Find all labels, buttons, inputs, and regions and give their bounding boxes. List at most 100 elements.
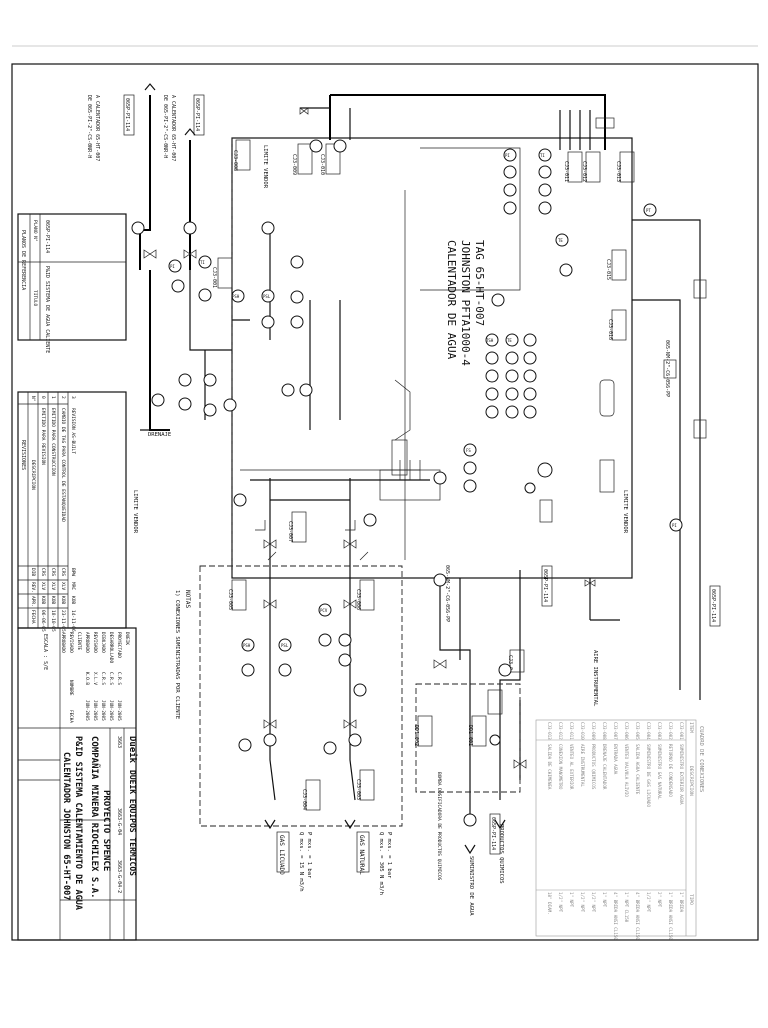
svg-text:PSL: PSL [281,643,289,648]
pid-ref-tag-4: 065P-PI-114 [710,589,716,622]
svg-text:SALIDA AGUA CALIENTE: SALIDA AGUA CALIENTE [635,744,640,795]
svg-text:2: 2 [60,396,66,399]
svg-text:TE: TE [507,338,512,343]
reference-drawings-table: PLANOS DE REFERENCIA PLANO N° TITULO 065… [17,213,127,353]
svg-text:KOB: KOB [40,596,46,604]
svg-text:CJ3-003: CJ3-003 [657,722,662,740]
drawing-number-top: 3663-G-04 [116,808,122,835]
svg-text:1" NPT: 1" NPT [569,892,574,908]
rev-col-desc: DESCRIPCION [30,460,36,490]
sheet-title-2: CALENTADOR JOHNSTON 65-HT-007 [61,752,71,900]
svg-text:EMITIDO PARA REVISION: EMITIDO PARA REVISION [40,408,46,465]
svg-text:CJ3-001: CJ3-001 [679,722,684,740]
reference-row-plano: 065P-PI-114 [44,220,50,253]
svg-text:CJ3-010: CJ3-010 [319,154,325,175]
svg-text:DESARROLLADO: DESARROLLADO [108,632,114,663]
rev-col-fecha: FECHA [30,610,36,624]
svg-text:18" DIAM.: 18" DIAM. [547,892,552,915]
drawing-number-top-2: 3663-G-04-2 [116,860,122,893]
connection-box: CJ3-010 [319,143,341,175]
heater-name: CALENTADOR DE AGUA [445,240,458,360]
svg-text:4" BRIDA ANSI CL150: 4" BRIDA ANSI CL150 [613,892,618,940]
svg-text:DRENAJE CALENTADOR: DRENAJE CALENTADOR [602,744,607,790]
svg-text:APROBADO: APROBADO [60,632,66,653]
svg-text:CJ3-009: CJ3-009 [591,722,596,740]
project-number: 3663 [116,736,122,748]
connection-box: CJ3-0 [507,649,525,673]
note-1: 1) CONEXIONES SUMINISTRADAS POR CLIENTE [174,590,180,719]
svg-text:CJ3-016: CJ3-016 [607,319,613,340]
svg-text:CJ3-010: CJ3-010 [580,722,585,740]
svg-text:CJ3-005: CJ3-005 [635,722,640,740]
svg-text:C.R.S: C.R.S [108,672,114,685]
connection-box: CJ3-007 [287,511,307,543]
svg-text:CJ3-001: CJ3-001 [211,267,217,288]
svg-text:VENTEO AL EXTERIOR: VENTEO AL EXTERIOR [569,744,574,790]
svg-text:CJ3-006: CJ3-006 [624,722,629,740]
svg-text:SUMINISTRO DE GAS LICUADO: SUMINISTRO DE GAS LICUADO [646,744,651,808]
project-name: PROYECTO SPENCE [101,790,111,871]
reference-title: PLANOS DE REFERENCIA [20,230,26,290]
svg-text:REVISION AS-BUILT: REVISION AS-BUILT [70,408,76,454]
svg-text:JUN-2005: JUN-2005 [100,700,106,721]
pid-ref-tag-5: 065P-PI-114 [490,817,496,850]
svg-text:K.O.B: K.O.B [84,672,90,685]
svg-text:1" BRIDA ANSI CL150: 1" BRIDA ANSI CL150 [668,892,673,940]
connection-box: CJ3-016 [607,309,627,341]
svg-text:KOB: KOB [50,596,56,604]
svg-text:KOB: KOB [70,596,76,604]
rev-col-rev: REV. [30,582,36,593]
svg-text:FS: FS [466,448,471,453]
limit-markers [255,520,369,561]
svg-text:APROBADO: APROBADO [84,632,90,653]
flow-terminals [144,83,506,855]
svg-text:2" NPT: 2" NPT [657,892,662,908]
gn-flow: Q mxs. = 305 N m3/h [378,832,384,895]
connection-box: CJ3-008 [232,139,251,171]
svg-text:JUN-2005: JUN-2005 [92,700,98,721]
svg-text:TE: TE [558,238,563,243]
svg-text:CLIENTE: CLIENTE [76,632,82,651]
connection-box: CJ3-013 [615,151,635,183]
rev-col-dib: DIB [30,568,36,576]
svg-text:PSH: PSH [243,643,251,648]
connection-box: DD1-001 [467,715,487,747]
svg-text:CRS: CRS [40,568,46,576]
svg-text:BPW: BPW [70,568,76,576]
glp-flow: Q mxs. = 15 N m3/h [298,832,304,892]
conn-col-desc: DESCRIPCION [688,766,694,796]
svg-text:DUEIK: DUEIK [124,632,130,645]
svg-text:XLV: XLV [50,582,56,590]
svg-text:PI: PI [672,523,677,528]
svg-text:XLV: XLV [60,582,66,590]
water-out-line-label-2: A CALENTADOR 65-HT-007 [170,95,176,161]
svg-text:PI: PI [170,264,175,269]
valves [143,107,596,769]
svg-text:1/2" NPT: 1/2" NPT [558,892,563,913]
svg-text:CJ3-012: CJ3-012 [581,161,587,182]
gas-line-label-2: 065-NM-2"-C6-056-PP [664,340,670,397]
svg-text:4" BRIDA ANSI CL150: 4" BRIDA ANSI CL150 [635,892,640,940]
sheet-title-1: P&ID SISTEMA CALENTAMIENTO DE AGUA [73,736,83,910]
svg-text:JUN-2005: JUN-2005 [116,700,122,721]
title-block-roles: DUEIK PROYECTADO C.R.S JUN-2005 DESARROL… [60,632,130,723]
pid-ref-tag-1: 065P-PI-114 [124,98,130,131]
svg-text:DD1-001: DD1-001 [467,725,473,746]
svg-text:SUMINISTRO EXTERIOR AGUA: SUMINISTRO EXTERIOR AGUA [679,744,684,805]
svg-text:1/2" NPT: 1/2" NPT [580,892,585,913]
svg-text:CJ3-011: CJ3-011 [563,161,569,182]
pid-ref-tag-3: 065P-PI-114 [542,569,548,602]
vendor-limit-label-3: LIMITE VENDOR [622,490,628,534]
water-supply-label: SUMINISTRO DE AGUA [468,856,474,916]
connection-box: CJ3-015 [605,249,627,281]
rev-row-2: 2 CAMBIO DE TAG PARA CONTROL DE ESTANQUE… [60,396,66,632]
gas-line-label: 065-NM-2"-C6-056-PP [444,565,450,622]
svg-text:CJ3-008: CJ3-008 [602,722,607,740]
rev-row-0: 0 EMITIDO PARA REVISION CRS XLV KOB 06-0… [40,396,46,632]
scale-label: ESCALA : S/E [42,634,48,670]
svg-text:1/2" NPT: 1/2" NPT [646,892,651,913]
svg-text:ENTRADA AGUA: ENTRADA AGUA [613,744,618,775]
